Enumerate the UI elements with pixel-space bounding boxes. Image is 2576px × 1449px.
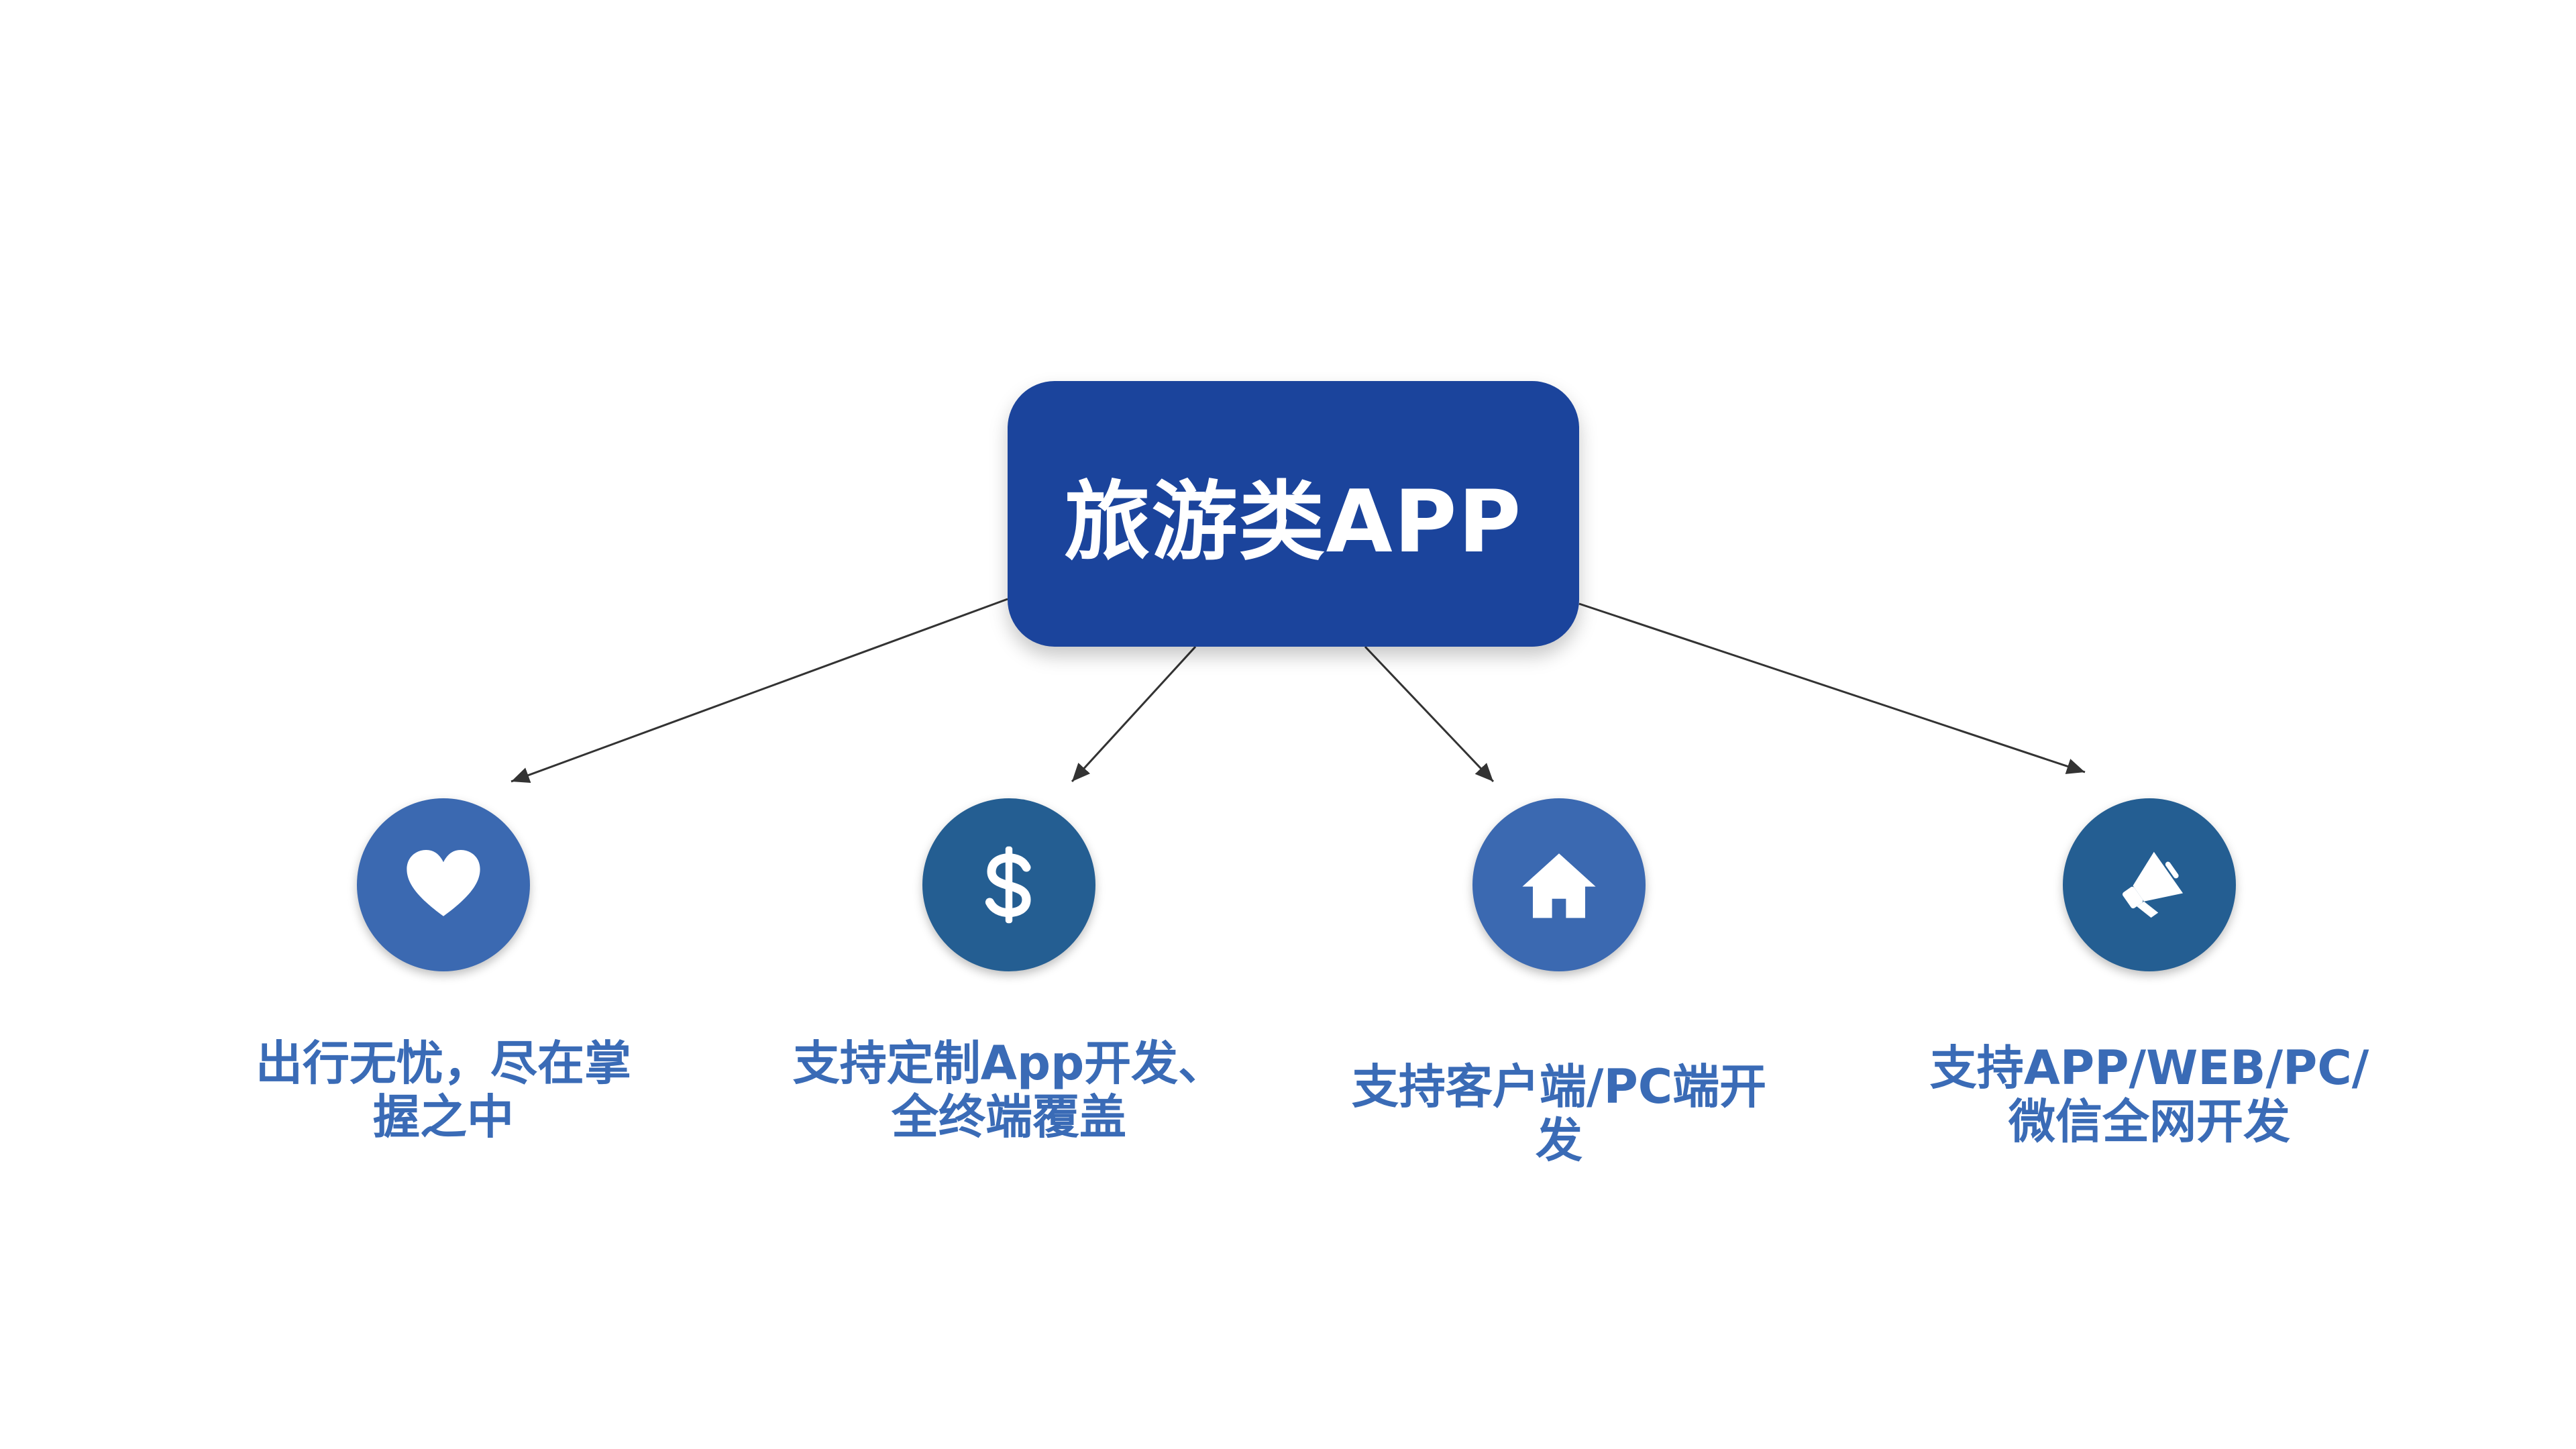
node-2-circle [922,798,1095,971]
title-box: 旅游类APP [1008,381,1579,647]
connector-arrow-4 [1578,602,2086,774]
connector-arrow-3 [1364,645,1495,783]
node-3-circle [1472,798,1646,971]
heart-icon [407,850,480,916]
node-4-label: 支持APP/WEB/PC/ 微信全网开发 [1929,1040,2369,1149]
home-icon [1522,853,1596,918]
title-text: 旅游类APP [1064,472,1523,572]
node-1-circle [357,798,530,971]
megaphone-icon [2122,851,2184,918]
node-1-label: 出行无忧，尽在掌 握之中 [256,1036,631,1144]
dollar-icon [985,846,1031,924]
node-4-circle [2063,798,2236,971]
node-3-label: 支持客户端/PC端开 发 [1351,1059,1767,1168]
connector-arrow-2 [1071,645,1197,783]
connector-arrow-1 [511,598,1008,783]
node-2-label: 支持定制App开发、 全终端覆盖 [792,1036,1226,1144]
